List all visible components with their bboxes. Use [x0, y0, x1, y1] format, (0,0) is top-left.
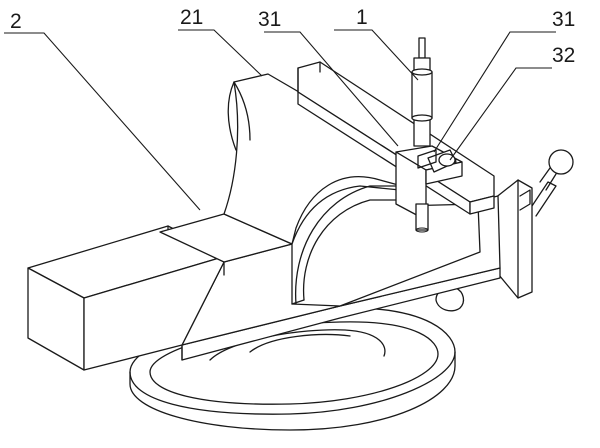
probe-spindle	[411, 37, 433, 233]
leader-lines	[4, 29, 556, 211]
label-32: 32	[552, 44, 575, 67]
label-2: 2	[10, 10, 22, 33]
label-31-left: 31	[258, 8, 281, 31]
label-1: 1	[356, 6, 368, 29]
handle	[435, 149, 574, 312]
label-21: 21	[180, 6, 203, 29]
label-31-right: 31	[552, 8, 575, 31]
slide-bar	[27, 225, 227, 371]
reference-labels: 2 21 31 1 31 32	[10, 6, 575, 67]
fixed-jaw	[159, 73, 481, 307]
clamp-collar	[417, 149, 457, 173]
